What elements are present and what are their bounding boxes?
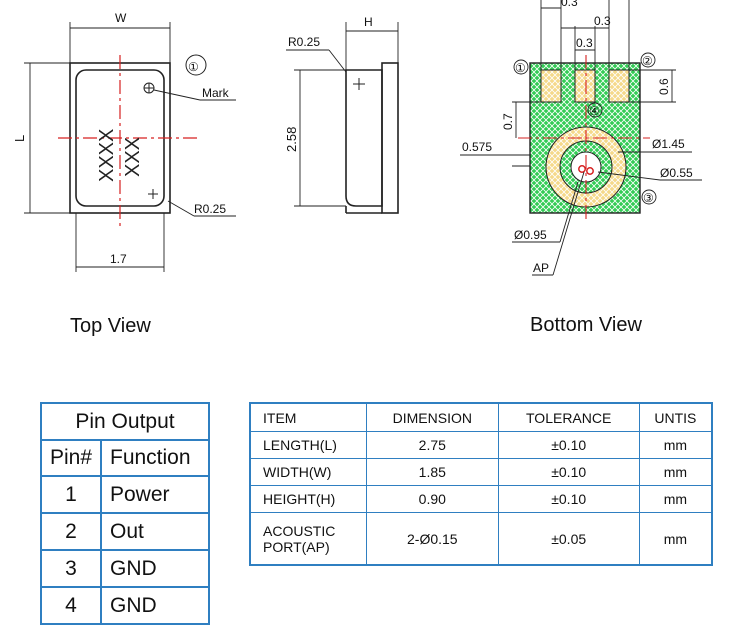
table-row: LENGTH(L) 2.75 ±0.10 mm — [249, 431, 713, 459]
item-cell-line-1: ACOUSTIC — [263, 522, 336, 539]
side-view-substrate — [381, 62, 399, 214]
item-cell-line-2: PORT(AP) — [263, 538, 330, 555]
item-cell: HEIGHT(H) — [249, 485, 367, 513]
mark-label: Mark — [202, 86, 230, 100]
top-view: Mark XXXX XXX ① W L 1.7 R0.25 — [12, 11, 236, 272]
acoustic-port-hole-1 — [578, 165, 586, 173]
hole-dia-leader — [559, 181, 579, 243]
side-view-lid — [345, 69, 383, 207]
pin-function: Out — [100, 512, 210, 551]
unit-cell: mm — [638, 458, 713, 486]
height-label: H — [364, 15, 373, 29]
pin1-marker-label: ① — [188, 60, 199, 74]
length-label: L — [12, 135, 27, 142]
pin2-bottom-marker-icon — [640, 52, 656, 68]
dimension-header: DIMENSION — [366, 402, 499, 432]
side-view: H R0.25 2.58 — [284, 15, 399, 214]
mark-leader — [153, 89, 201, 101]
pin1-marker-icon — [185, 54, 207, 76]
pin-table-title: Pin Output — [40, 402, 210, 441]
pin-number: 3 — [40, 549, 102, 588]
pin-number: 2 — [40, 512, 102, 551]
table-row: WIDTH(W) 1.85 ±0.10 mm — [249, 458, 713, 486]
dimension-table: ITEM DIMENSION TOLERANCE UNTIS LENGTH(L)… — [249, 402, 713, 566]
ring-inner-label: Ø0.55 — [660, 166, 693, 180]
pin-number: 4 — [40, 586, 102, 625]
technical-drawing: Mark XXXX XXX ① W L 1.7 R0.25 — [12, 0, 702, 276]
radius-leader — [167, 200, 195, 217]
pin-col-header: Pin# — [40, 439, 102, 477]
marking-text-2: XXX — [122, 137, 144, 177]
pin-function: GND — [100, 549, 210, 588]
dimension-cell: 0.90 — [366, 485, 499, 513]
pad-1 — [540, 69, 562, 103]
offset-07-value: 0.7 — [501, 113, 515, 130]
acoustic-port-hole-2 — [586, 167, 594, 175]
tolerance-cell: ±0.10 — [497, 431, 640, 459]
ring-inner-leader — [597, 171, 661, 181]
dimension-cell: 1.85 — [366, 458, 499, 486]
item-header: ITEM — [249, 402, 367, 432]
tolerance-cell: ±0.05 — [497, 512, 640, 566]
lid-height-value: 2.58 — [284, 127, 299, 152]
pin4-bottom-label: ④ — [589, 104, 600, 118]
dimension-cell: 2.75 — [366, 431, 499, 459]
pin1-bottom-label: ① — [515, 61, 526, 75]
ap-label: AP — [533, 261, 549, 275]
item-cell: ACOUSTIC PORT(AP) — [249, 512, 367, 566]
top-view-title: Top View — [70, 315, 151, 337]
radius-label: R0.25 — [194, 202, 226, 216]
ring-outer-label: Ø1.45 — [652, 137, 685, 151]
side-radius-label: R0.25 — [288, 35, 320, 49]
top-dim-2: 0.3 — [594, 14, 611, 28]
hole-dia-label: Ø0.95 — [514, 228, 547, 242]
marking-text: XXXX — [96, 129, 118, 182]
tolerance-cell: ±0.10 — [497, 458, 640, 486]
pin4-bottom-marker-icon — [587, 102, 603, 118]
dimension-cell: 2-Ø0.15 — [366, 512, 499, 566]
unit-header: UNTIS — [638, 402, 713, 432]
bottom-view: 0.3 0.3 0.3 0.6 0.7 0.575 Ø1.45 Ø0.55 Ø0… — [460, 0, 702, 276]
table-row: 3 GND — [40, 549, 210, 588]
width-label: W — [115, 11, 127, 25]
function-col-header: Function — [100, 439, 210, 477]
table-row: 1 Power — [40, 475, 210, 514]
pin1-bottom-marker-icon — [513, 59, 529, 75]
pad-height-value: 0.6 — [657, 78, 671, 95]
offset-0575-value: 0.575 — [462, 140, 492, 154]
pin2-bottom-label: ② — [642, 54, 653, 68]
tolerance-cell: ±0.10 — [497, 485, 640, 513]
pin-function: Power — [100, 475, 210, 514]
item-cell: WIDTH(W) — [249, 458, 367, 486]
item-cell: LENGTH(L) — [249, 431, 367, 459]
pin-function: GND — [100, 586, 210, 625]
pin-number: 1 — [40, 475, 102, 514]
ap-leader — [552, 171, 585, 276]
top-dim-1: 0.3 — [561, 0, 578, 9]
pad-3 — [608, 69, 630, 103]
unit-cell: mm — [638, 431, 713, 459]
bottom-view-title: Bottom View — [530, 314, 642, 336]
table-row: 4 GND — [40, 586, 210, 625]
unit-cell: mm — [638, 485, 713, 513]
pin3-bottom-label: ③ — [643, 191, 654, 205]
unit-cell: mm — [638, 512, 713, 566]
table-row: HEIGHT(H) 0.90 ±0.10 mm — [249, 485, 713, 513]
pin-output-table: Pin Output Pin# Function 1 Power 2 Out 3… — [40, 402, 210, 625]
pad-2 — [574, 69, 596, 103]
pin3-bottom-marker-icon — [641, 189, 657, 205]
table-row: 2 Out — [40, 512, 210, 551]
top-dim-3: 0.3 — [576, 36, 593, 50]
lid-width-value: 1.7 — [110, 252, 127, 266]
tolerance-header: TOLERANCE — [497, 402, 640, 432]
table-row: ACOUSTIC PORT(AP) 2-Ø0.15 ±0.05 mm — [249, 512, 713, 566]
